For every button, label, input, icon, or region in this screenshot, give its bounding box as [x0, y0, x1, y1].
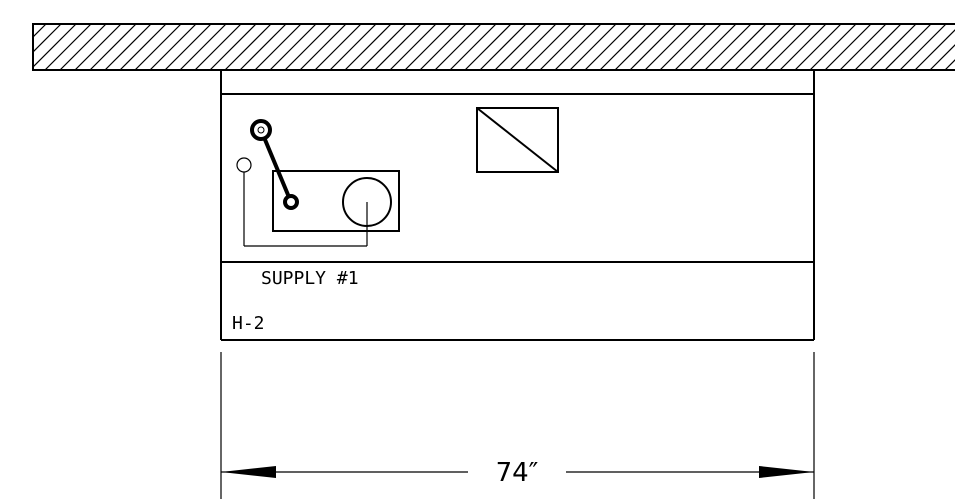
hatch-line — [749, 24, 797, 70]
hatch-line — [434, 24, 482, 70]
hatch-line — [389, 24, 437, 70]
hatch-line — [329, 24, 377, 70]
unit-tag-label: H-2 — [232, 313, 265, 334]
hatch-line — [359, 24, 407, 70]
hatch-line — [419, 24, 467, 70]
hatch-line — [269, 24, 317, 70]
hatch-line — [344, 24, 392, 70]
hatch-line — [674, 24, 722, 70]
unit-top-strip — [220, 70, 815, 94]
control-assembly — [236, 119, 400, 247]
hatch-line — [734, 24, 782, 70]
hatch-line — [854, 24, 902, 70]
hatch-line — [809, 24, 857, 70]
hatch-line — [164, 24, 212, 70]
hatch-line — [644, 24, 692, 70]
hatch-line — [914, 29, 955, 70]
hatch-line — [599, 24, 647, 70]
hatch-line — [254, 24, 302, 70]
hatch-line — [584, 24, 632, 70]
hatch-line — [224, 24, 272, 70]
hatch-line — [449, 24, 497, 70]
hatch-line — [944, 59, 955, 70]
hatch-line — [704, 24, 752, 70]
control-box — [272, 170, 400, 232]
hatch-line — [689, 24, 737, 70]
damper-symbol — [476, 107, 559, 173]
hatch-line — [824, 24, 872, 70]
hatch-line — [44, 24, 92, 70]
hatch-line — [569, 24, 617, 70]
hatch-line — [209, 24, 257, 70]
hatch-line — [89, 24, 137, 70]
hatch-line — [719, 24, 767, 70]
hatch-line — [884, 24, 932, 70]
hatch-line — [929, 44, 955, 70]
hatch-line — [284, 24, 332, 70]
hatch-line — [194, 24, 242, 70]
hatch-line — [554, 24, 602, 70]
supply-label: SUPPLY #1 — [261, 268, 359, 289]
hatch-line — [104, 24, 152, 70]
ceiling-hatch — [32, 23, 955, 71]
dimension-annotation: 74″ — [220, 352, 815, 499]
hatch-line — [494, 24, 542, 70]
hatch-line — [374, 24, 422, 70]
hatch-line — [59, 24, 107, 70]
hatch-line — [149, 24, 197, 70]
unit-body — [220, 93, 815, 341]
hatch-line — [509, 24, 557, 70]
hatch-line — [839, 24, 887, 70]
sensor-bulb — [236, 157, 252, 173]
hatch-line — [869, 24, 917, 70]
hatch-line — [179, 24, 227, 70]
hatch-line — [33, 24, 62, 53]
hatch-line — [33, 24, 77, 68]
hatch-line — [659, 24, 707, 70]
hatch-line — [299, 24, 347, 70]
arrowhead-left — [221, 466, 276, 478]
valve-handle — [259, 129, 293, 203]
hatch-line — [74, 24, 122, 70]
hatch-line — [479, 24, 527, 70]
hatch-line — [239, 24, 287, 70]
arrowhead-right — [759, 466, 814, 478]
hatch-line — [314, 24, 362, 70]
hatch-line — [33, 24, 47, 38]
hatch-line — [404, 24, 452, 70]
hatch-line — [794, 24, 842, 70]
hatch-line — [539, 24, 587, 70]
hatch-line — [119, 24, 167, 70]
hatch-line — [899, 24, 947, 70]
dimension-label: 74″ — [496, 458, 539, 488]
valve-handle-knob-bottom — [283, 194, 299, 210]
hatch-line — [629, 24, 677, 70]
hatch-line — [464, 24, 512, 70]
hatch-line — [524, 24, 572, 70]
hatch-line — [134, 24, 182, 70]
hatch-line — [614, 24, 662, 70]
hatch-line — [779, 24, 827, 70]
hatch-line — [764, 24, 812, 70]
